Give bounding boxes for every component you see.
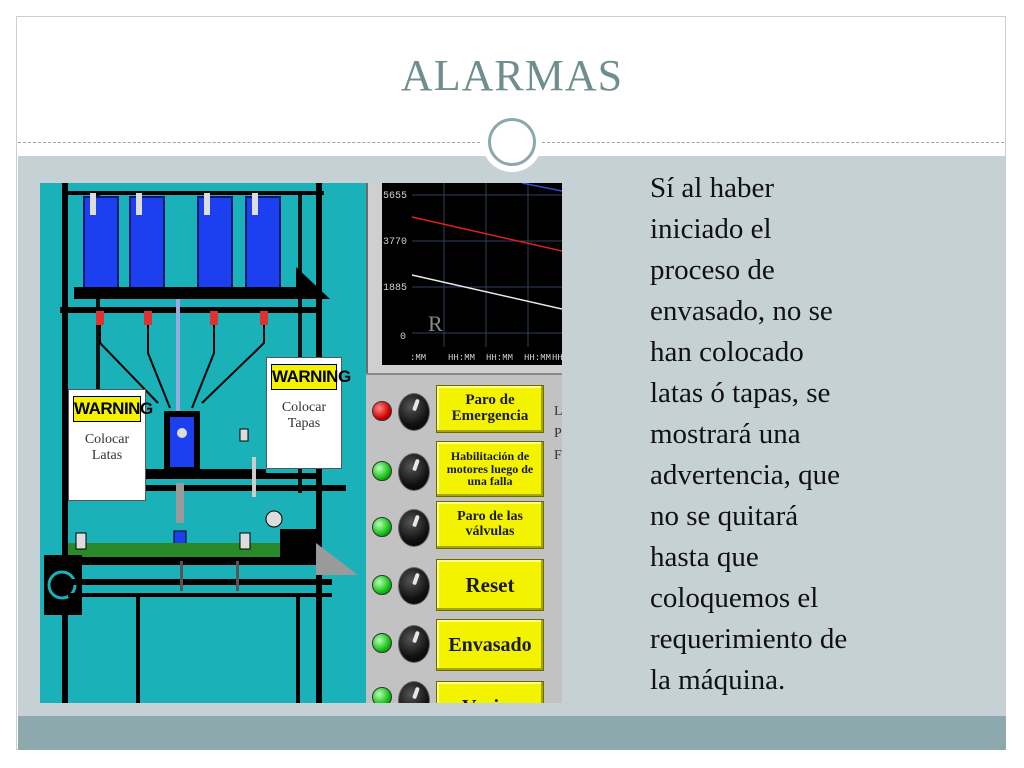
side-letters: L P F [554, 401, 562, 467]
y-tick: 3770 [383, 237, 407, 248]
slide-body-text: Sí al haber iniciado el proceso de envas… [650, 172, 848, 696]
control-panel: Paro de Emergencia Habilitación de motor… [366, 373, 562, 703]
side-letter: L [554, 404, 562, 419]
filling-machine-diagram: WARNING Colocar Latas WARNING Colocar Ta… [40, 183, 368, 703]
knob-icon[interactable] [398, 625, 430, 663]
trend-chart: 5655 3770 1885 0 R :MM HH:MM HH:MM HH:MM… [382, 183, 562, 365]
status-led-green-icon [372, 687, 392, 703]
warning-text: Colocar Tapas [281, 400, 327, 431]
reset-button[interactable]: Reset [436, 559, 544, 611]
warning-colocar-tapas: WARNING Colocar Tapas [266, 357, 351, 469]
habilitacion-motores-button[interactable]: Habilitación de motores luego de una fal… [436, 441, 544, 497]
trend-chart-svg: 5655 3770 1885 0 R :MM HH:MM HH:MM HH:MM… [383, 183, 562, 363]
vaciar-button[interactable]: Vaciar [436, 681, 544, 703]
warning-label: WARNING [271, 364, 351, 390]
knob-icon[interactable] [398, 509, 430, 547]
y-tick: 5655 [383, 191, 407, 202]
status-led-green-icon [372, 633, 392, 653]
warning-label: WARNING [73, 396, 153, 422]
warning-text: Colocar Latas [84, 432, 130, 463]
status-led-green-icon [372, 461, 392, 481]
status-led-green-icon [372, 517, 392, 537]
y-tick: 1885 [383, 283, 407, 294]
knob-icon[interactable] [398, 681, 430, 703]
envasado-button[interactable]: Envasado [436, 619, 544, 671]
chart-marker: R [428, 311, 443, 336]
x-tick: HH:MM [486, 353, 513, 363]
knob-icon[interactable] [398, 393, 430, 431]
bottom-band [18, 716, 1006, 750]
warning-colocar-latas: WARNING Colocar Latas [68, 389, 153, 501]
knob-icon[interactable] [398, 567, 430, 605]
status-led-red-icon [372, 401, 392, 421]
x-tick: HH:MM [448, 353, 475, 363]
tank-icons [83, 193, 281, 290]
slide-title: ALARMAS [400, 51, 624, 100]
x-tick: HH:MM [524, 353, 551, 363]
paro-emergencia-button[interactable]: Paro de Emergencia [436, 385, 544, 433]
scada-screenshot: WARNING Colocar Latas WARNING Colocar Ta… [40, 183, 562, 703]
y-tick: 0 [400, 332, 406, 343]
paro-valvulas-button[interactable]: Paro de las válvulas [436, 501, 544, 549]
x-tick: HH [552, 353, 562, 363]
side-letter: F [554, 448, 562, 463]
side-letter: P [554, 426, 562, 441]
status-led-green-icon [372, 575, 392, 595]
x-tick: :MM [410, 353, 426, 363]
machine-drawing [44, 183, 358, 703]
circle-ornament-icon [482, 112, 542, 172]
knob-icon[interactable] [398, 453, 430, 491]
